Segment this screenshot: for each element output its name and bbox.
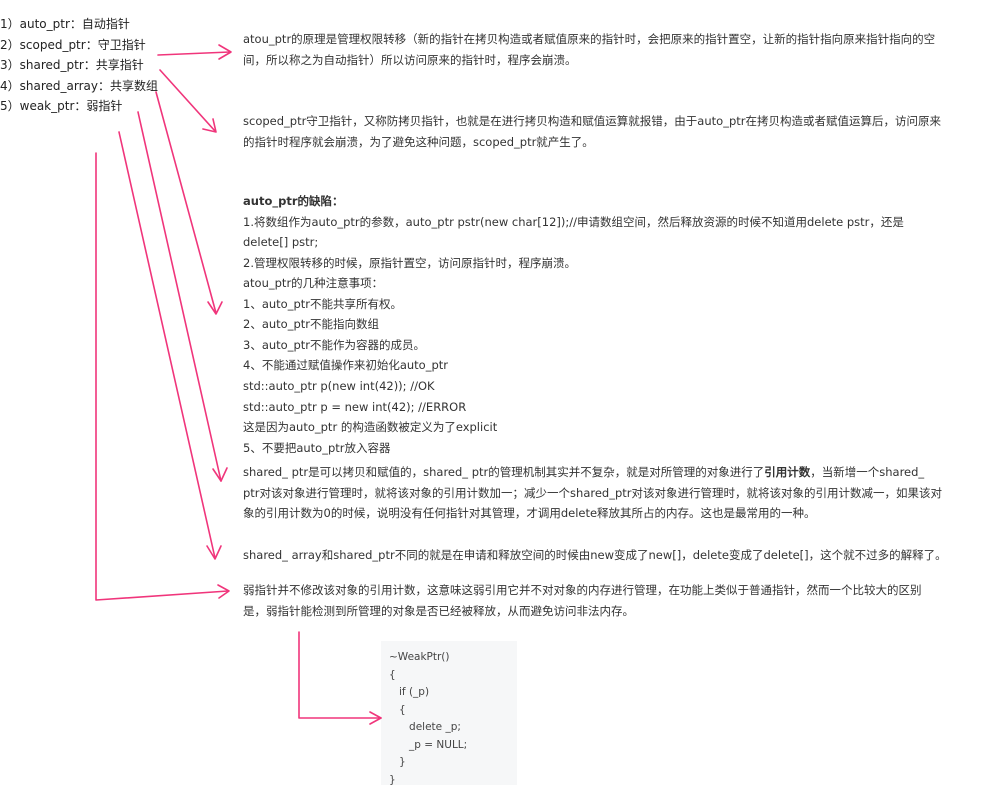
code-line: { xyxy=(389,668,396,681)
auto-ptr-text: atou_ptr的原理是管理权限转移（新的指针在拷贝构造或者赋值原来的指针时，会… xyxy=(243,32,936,67)
code-line: } xyxy=(389,756,406,768)
shared-ptr-description: shared_ ptr是可以拷贝和赋值的，shared_ ptr的管理机制其实并… xyxy=(243,462,943,524)
arrow-shared-array-1 xyxy=(137,111,228,482)
notes-line: 1、auto_ptr不能共享所有权。 xyxy=(243,296,402,311)
weak-ptr-text: 弱指针并不修改该对象的引用计数，这意味这弱引用它并不对对象的内存进行管理，在功能… xyxy=(243,583,922,618)
defects-line-2: 2.管理权限转移的时候，原指针置空，访问原指针时，程序崩溃。 xyxy=(243,255,576,270)
arrow-shared-array-2 xyxy=(118,131,222,560)
shared-array-text: shared_ array和shared_ptr不同的就是在申请和释放空间的时候… xyxy=(243,548,947,562)
notes-line: 5、不要把auto_ptr放入容器 xyxy=(243,440,391,455)
auto-ptr-notes: atou_ptr的几种注意事项： 1、auto_ptr不能共享所有权。 2、au… xyxy=(243,273,643,458)
code-line: ~WeakPtr() xyxy=(389,651,450,663)
shared-ptr-text-post: ，当新增一个shared_ ptr对该对象进行管理时，就将该对象的引用计数加一；… xyxy=(243,465,942,521)
pointer-type-list: 1）auto_ptr：自动指针 2）scoped_ptr：守卫指针 3）shar… xyxy=(0,14,158,117)
code-line: delete _p; xyxy=(389,721,461,733)
notes-line: std::auto_ptr p = new int(42); //ERROR xyxy=(243,399,467,414)
shared-ptr-text: shared_ ptr是可以拷贝和赋值的，shared_ ptr的管理机制其实并… xyxy=(243,462,943,524)
code-line: if (_p) xyxy=(389,686,430,698)
notes-line: 2、auto_ptr不能指向数组 xyxy=(243,317,379,332)
notes-line: 4、不能通过赋值操作来初始化auto_ptr xyxy=(243,358,448,373)
arrow-scoped-ptr xyxy=(159,69,217,133)
list-item-auto-ptr: 1）auto_ptr：自动指针 xyxy=(0,17,130,31)
shared-ptr-text-pre: shared_ ptr是可以拷贝和赋值的，shared_ ptr的管理机制其实并… xyxy=(243,465,765,479)
code-line: _p = NULL; xyxy=(389,738,468,751)
scoped-ptr-text: scoped_ptr守卫指针，又称防拷贝指针，也就是在进行拷贝构造和赋值运算就报… xyxy=(243,114,941,149)
code-line: { xyxy=(389,703,406,716)
auto-ptr-description: atou_ptr的原理是管理权限转移（新的指针在拷贝构造或者赋值原来的指针时，会… xyxy=(243,29,943,70)
list-item-scoped-ptr: 2）scoped_ptr：守卫指针 xyxy=(0,37,146,52)
notes-line: std::auto_ptr p(new int(42)); //OK xyxy=(243,378,435,393)
arrow-auto-ptr xyxy=(157,44,232,60)
notes-line: 这是因为auto_ptr 的构造函数被定义为了explicit xyxy=(243,420,498,435)
weak-ptr-destructor-code: ~WeakPtr() { if (_p) { delete _p; _p = N… xyxy=(381,641,517,786)
list-item-weak-ptr: 5）weak_ptr：弱指针 xyxy=(0,99,123,113)
auto-ptr-defects: auto_ptr的缺陷： 1.将数组作为auto_ptr的参数，auto_ptr… xyxy=(243,191,943,273)
scoped-ptr-description: scoped_ptr守卫指针，又称防拷贝指针，也就是在进行拷贝构造和赋值运算就报… xyxy=(243,111,943,152)
list-item-shared-array: 4）shared_array：共享数组 xyxy=(0,78,158,93)
defects-line-1: 1.将数组作为auto_ptr的参数，auto_ptr pstr(new cha… xyxy=(243,214,904,250)
arrow-shared-ptr xyxy=(155,91,223,315)
arrow-weak-ptr-code xyxy=(298,631,382,725)
defects-title: auto_ptr的缺陷： xyxy=(243,194,344,208)
weak-ptr-description: 弱指针并不修改该对象的引用计数，这意味这弱引用它并不对对象的内存进行管理，在功能… xyxy=(243,580,943,621)
code-line: } xyxy=(389,773,396,786)
list-item-shared-ptr: 3）shared_ptr：共享指针 xyxy=(0,58,144,72)
notes-line: 3、auto_ptr不能作为容器的成员。 xyxy=(243,337,425,352)
arrow-weak-ptr xyxy=(95,152,230,601)
reference-count-term: 引用计数 xyxy=(764,465,811,479)
notes-line: atou_ptr的几种注意事项： xyxy=(243,276,384,290)
shared-array-description: shared_ array和shared_ptr不同的就是在申请和释放空间的时候… xyxy=(243,545,963,566)
